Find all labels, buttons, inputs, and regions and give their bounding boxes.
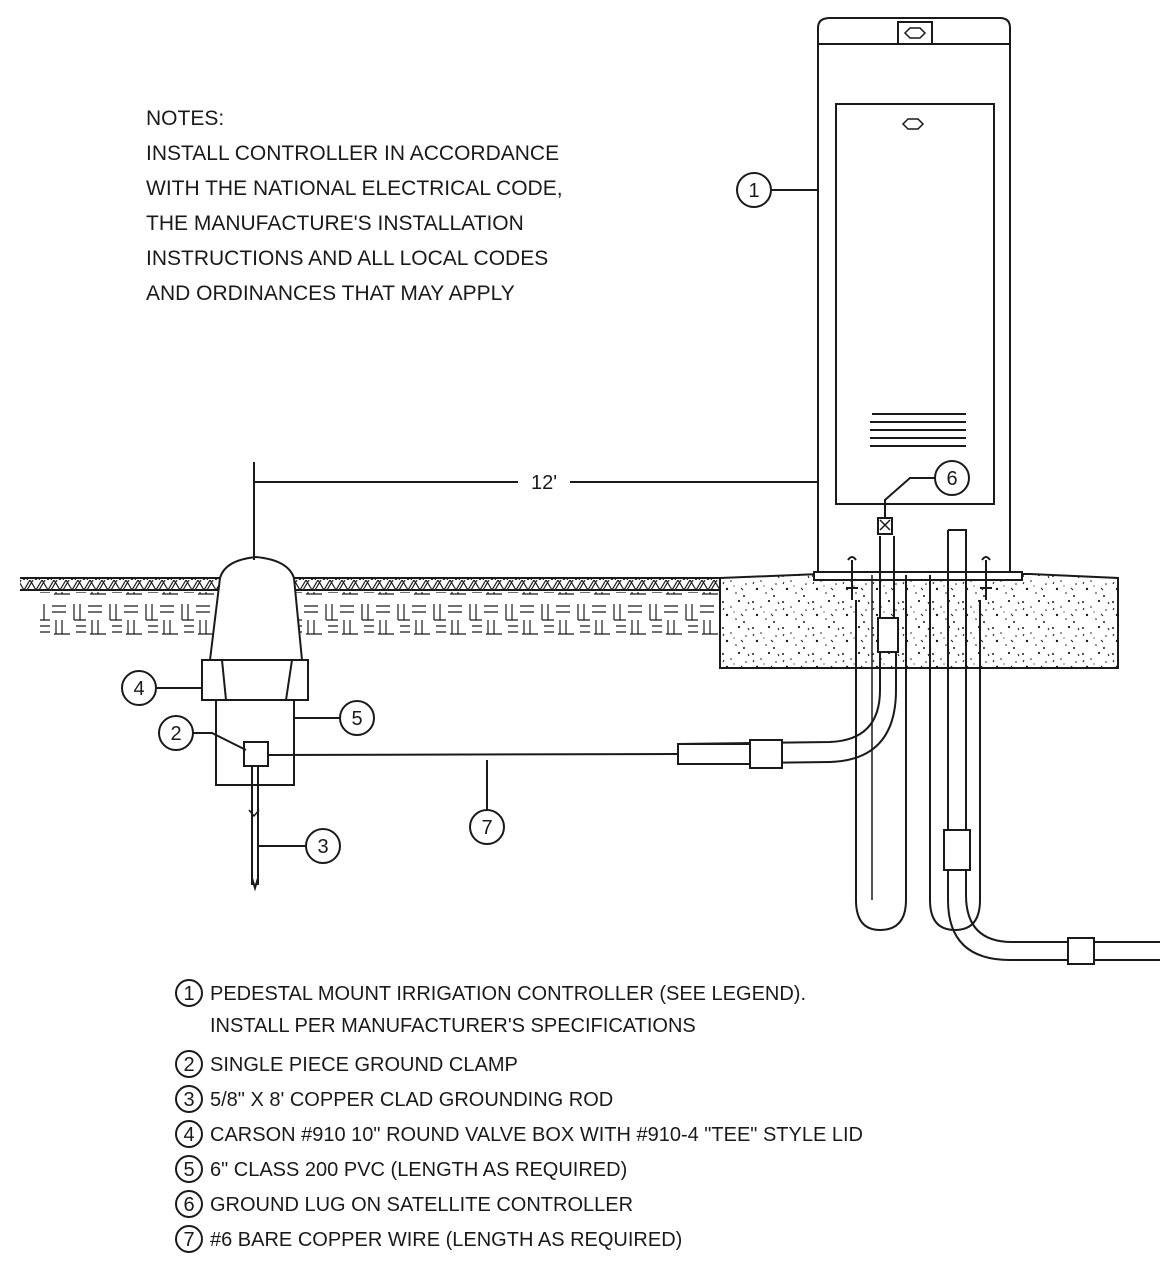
- callout-bubble-7: [469, 809, 505, 845]
- legend-number: 2: [183, 1054, 194, 1076]
- notes-line: INSTALL CONTROLLER IN ACCORDANCE: [146, 142, 559, 165]
- legend-number: 5: [183, 1159, 194, 1181]
- ground-wire-conduit: [677, 517, 899, 769]
- ground-rod: [251, 766, 259, 885]
- legend: 1 PEDESTAL MOUNT IRRIGATION CONTROLLER (…: [175, 979, 863, 1253]
- ground-section: [20, 577, 720, 644]
- notes-line: INSTRUCTIONS AND ALL LOCAL CODES: [146, 247, 548, 270]
- legend-item: 5 6" CLASS 200 PVC (LENGTH AS REQUIRED): [175, 1155, 627, 1183]
- ground-clamp: [243, 741, 269, 767]
- callout-bubble-3: [305, 828, 341, 864]
- legend-text: 5/8" X 8' COPPER CLAD GROUNDING ROD: [210, 1089, 613, 1111]
- soil-layer: [40, 592, 720, 644]
- callout-bubble-2: [158, 715, 194, 751]
- legend-item: 2 SINGLE PIECE GROUND CLAMP: [175, 1050, 518, 1078]
- dimension-label: 12': [531, 472, 557, 494]
- callout-bubble-1: [736, 172, 772, 208]
- copper-wire: [267, 753, 679, 756]
- valve-box-lid: [208, 555, 304, 661]
- callout-number: 5: [351, 708, 362, 730]
- legend-item: 6 GROUND LUG ON SATELLITE CONTROLLER: [175, 1190, 633, 1218]
- legend-item: 4 CARSON #910 10" ROUND VALVE BOX WITH #…: [175, 1120, 863, 1148]
- legend-text: 6" CLASS 200 PVC (LENGTH AS REQUIRED): [210, 1159, 627, 1181]
- valve-box-collar: [201, 659, 309, 701]
- legend-number: 6: [183, 1194, 194, 1216]
- legend-number: 4: [183, 1124, 194, 1146]
- callout-number: 2: [170, 723, 181, 745]
- legend-item: 7 #6 BARE COPPER WIRE (LENGTH AS REQUIRE…: [175, 1225, 682, 1253]
- legend-item: 3 5/8" X 8' COPPER CLAD GROUNDING ROD: [175, 1085, 613, 1113]
- legend-text: SINGLE PIECE GROUND CLAMP: [210, 1054, 518, 1076]
- callout-bubble-4: [121, 670, 157, 706]
- concrete-pad: [719, 573, 1119, 669]
- valve-box: [201, 555, 679, 892]
- notes-heading: NOTES:: [146, 107, 224, 130]
- legend-number: 7: [183, 1229, 194, 1251]
- callout-number: 4: [133, 678, 144, 700]
- legend-text: INSTALL PER MANUFACTURER'S SPECIFICATION…: [210, 1015, 696, 1037]
- notes-line: AND ORDINANCES THAT MAY APPLY: [146, 282, 515, 305]
- callout-number: 3: [317, 836, 328, 858]
- callout-number: 1: [748, 180, 759, 202]
- legend-text: CARSON #910 10" ROUND VALVE BOX WITH #91…: [210, 1124, 863, 1146]
- callout-number: 7: [481, 817, 492, 839]
- controller-door: [835, 103, 995, 505]
- controller-conduits: [855, 529, 1160, 965]
- pedestal-controller: [813, 17, 1023, 600]
- notes-block: NOTES: INSTALL CONTROLLER IN ACCORDANCE …: [146, 107, 563, 305]
- drawing-callouts: 1 6 4 5 2 3 7: [121, 172, 970, 864]
- anchor-bolts: [846, 556, 992, 600]
- callout-bubble-6: [934, 460, 970, 496]
- legend-text: GROUND LUG ON SATELLITE CONTROLLER: [210, 1194, 633, 1216]
- legend-text: PEDESTAL MOUNT IRRIGATION CONTROLLER (SE…: [210, 983, 806, 1005]
- dimension-12ft: 12': [253, 462, 818, 560]
- vent-louvers: [870, 413, 966, 447]
- callout-bubble-5: [339, 700, 375, 736]
- notes-line: THE MANUFACTURE'S INSTALLATION: [146, 212, 524, 235]
- legend-number: 3: [183, 1089, 194, 1111]
- legend-text: #6 BARE COPPER WIRE (LENGTH AS REQUIRED): [210, 1229, 682, 1251]
- notes-line: WITH THE NATIONAL ELECTRICAL CODE,: [146, 177, 563, 200]
- door-lock-icon: [901, 118, 925, 130]
- top-lock-icon: [897, 21, 933, 45]
- legend-item: 1 PEDESTAL MOUNT IRRIGATION CONTROLLER (…: [175, 979, 806, 1037]
- callout-number: 6: [946, 468, 957, 490]
- turf-layer: [20, 578, 720, 590]
- legend-number: 1: [183, 983, 194, 1005]
